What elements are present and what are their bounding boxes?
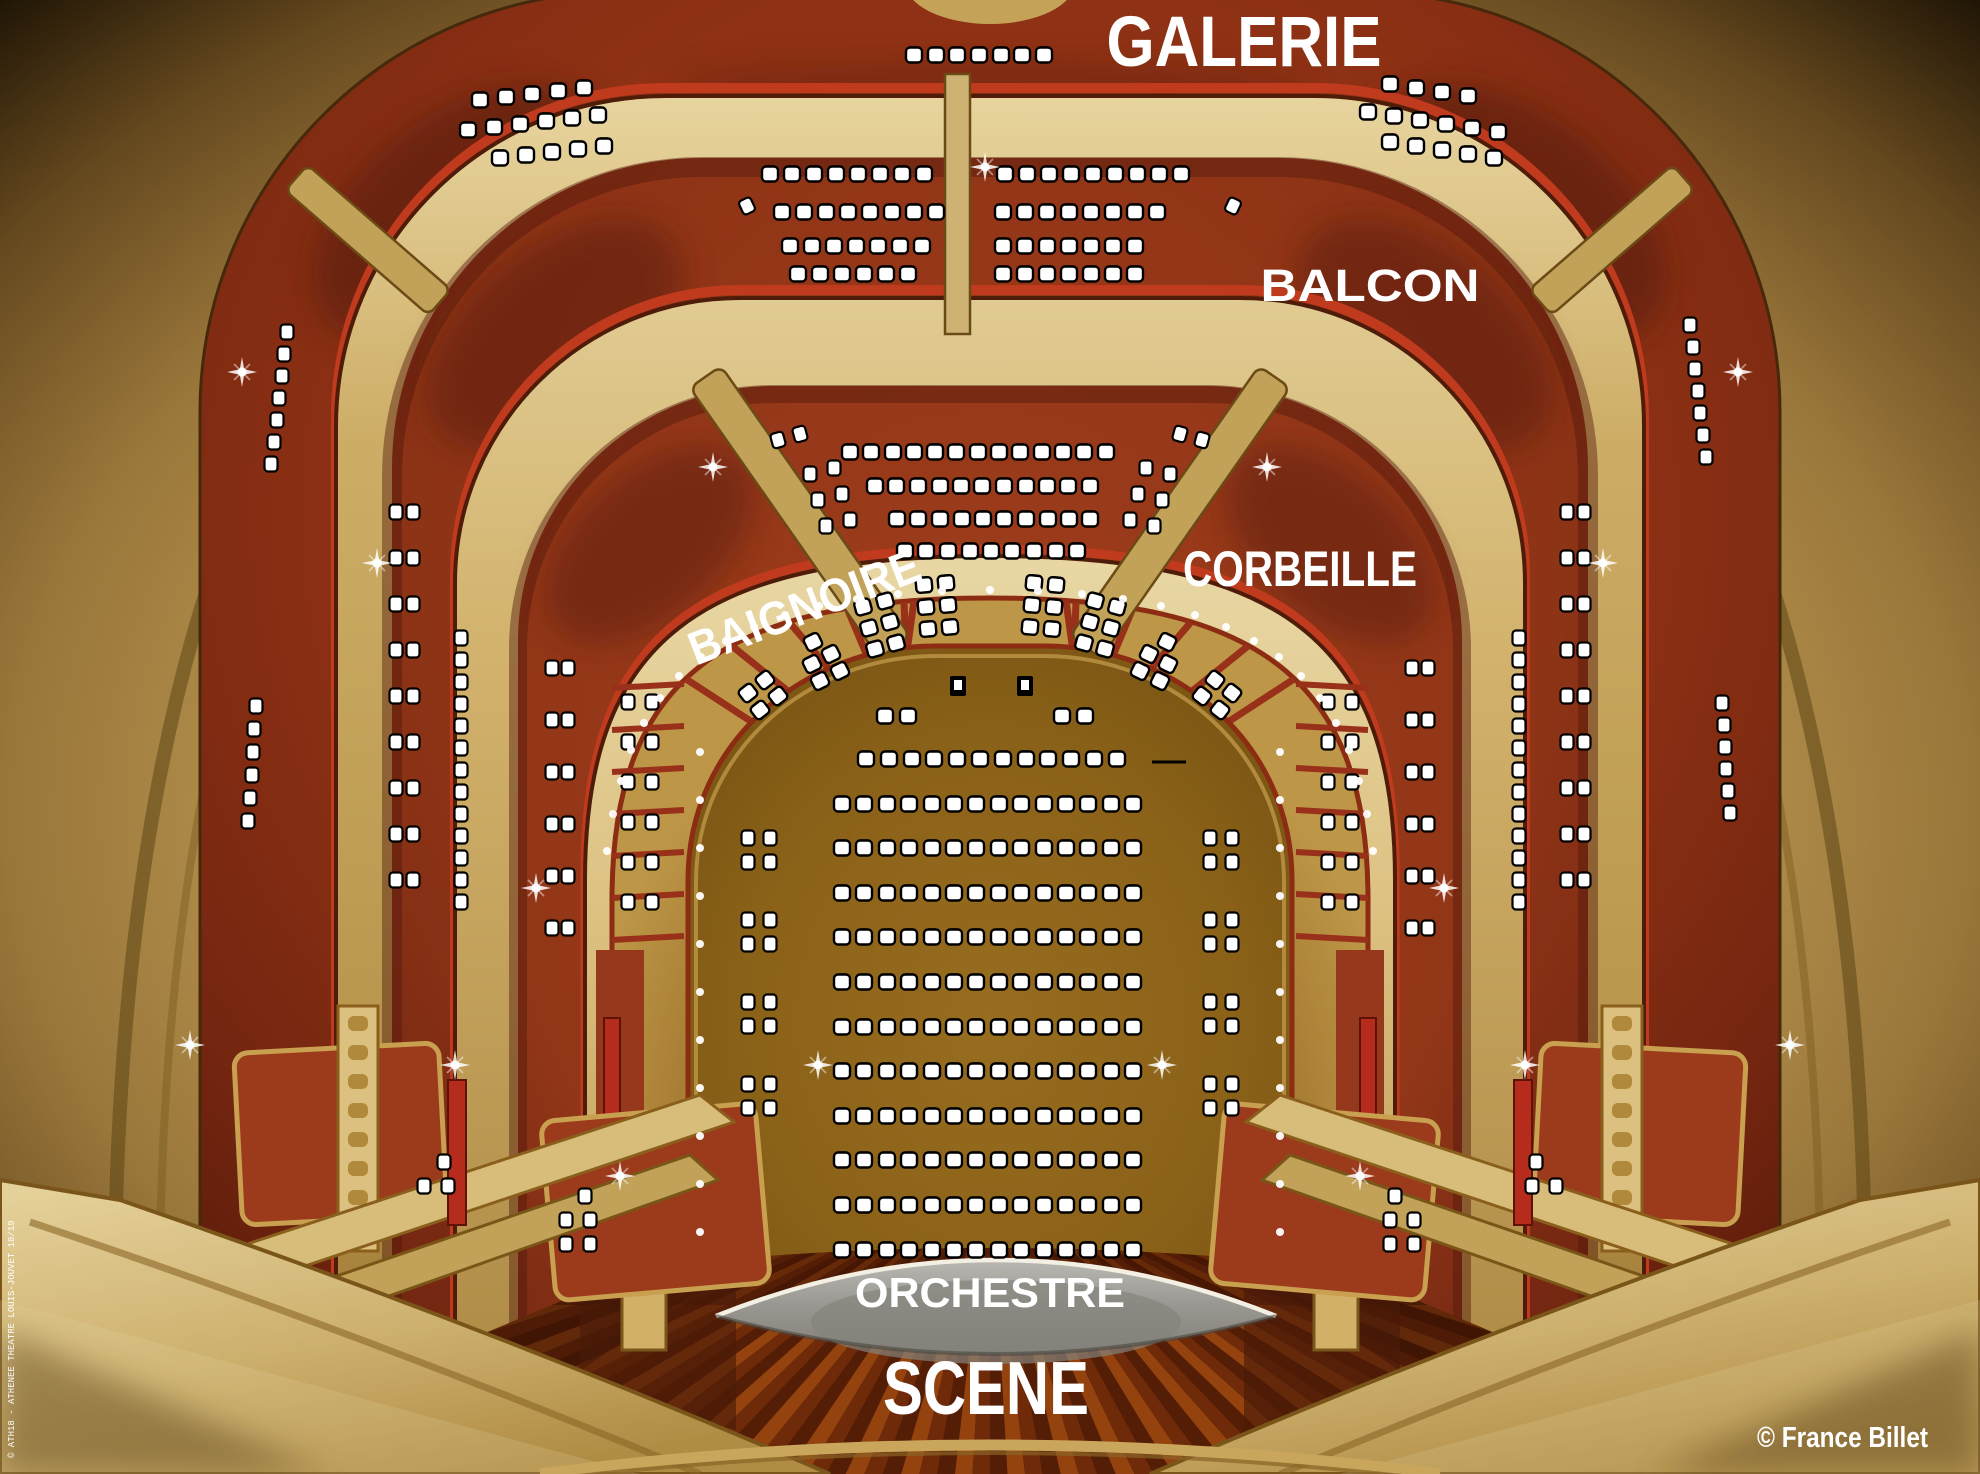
svg-text:GALERIE: GALERIE (1107, 3, 1382, 82)
svg-text:© France Billet: © France Billet (1757, 1422, 1928, 1454)
svg-text:BALCON: BALCON (1261, 260, 1480, 311)
svg-text:ORCHESTRE: ORCHESTRE (855, 1269, 1125, 1316)
svg-text:© ATH18 - ATHENEE THEATRE LOUI: © ATH18 - ATHENEE THEATRE LOUIS-JOUVET 1… (7, 1220, 17, 1458)
svg-text:SCENE: SCENE (883, 1346, 1089, 1430)
svg-text:CORBEILLE: CORBEILLE (1183, 541, 1417, 597)
